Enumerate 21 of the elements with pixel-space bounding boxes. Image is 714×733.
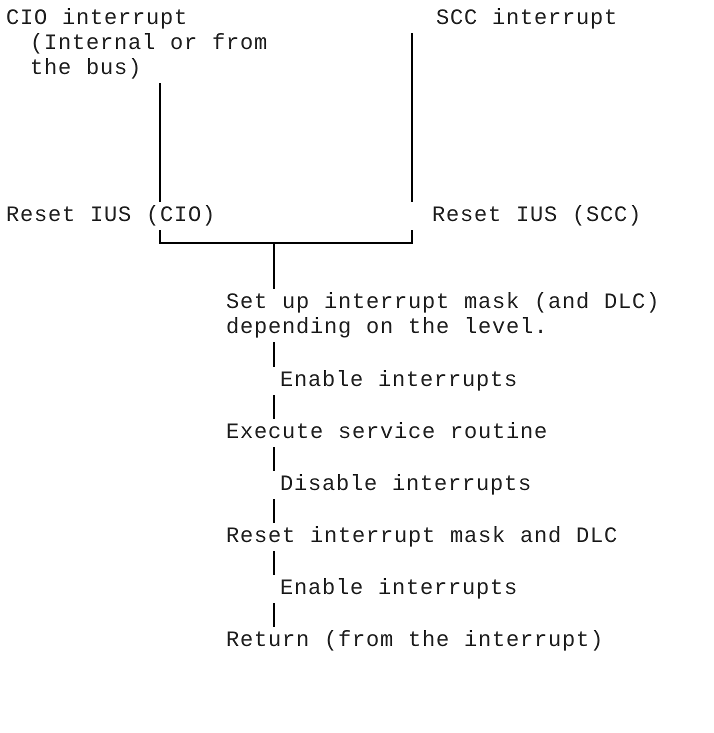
connector-line [273, 342, 275, 367]
connector-line [159, 83, 161, 202]
step-label: Enable interrupts [250, 368, 580, 393]
connector-line [273, 603, 275, 627]
connector-line [273, 395, 275, 419]
step-label: Execute service routine [226, 420, 626, 445]
connector-line [411, 33, 413, 202]
step-label: Enable interrupts [250, 576, 580, 601]
step-label: SCC interrupt [436, 6, 646, 31]
step-label: Set up interrupt mask (and DLC) depending on the level. [226, 290, 696, 340]
connector-line [273, 551, 275, 575]
step-label: Reset IUS (SCC) [432, 203, 672, 228]
step-label: Return (from the interrupt) [226, 628, 666, 653]
step-label: Reset interrupt mask and DLC [226, 524, 666, 549]
connector-line [273, 447, 275, 471]
step-label: Reset IUS (CIO) [6, 203, 246, 228]
connector-line [273, 499, 275, 523]
step-label: Disable interrupts [250, 472, 580, 497]
step-label: CIO interrupt [6, 6, 190, 31]
connector-line [273, 230, 413, 289]
step-note: (Internal or from the bus) [29, 31, 270, 81]
